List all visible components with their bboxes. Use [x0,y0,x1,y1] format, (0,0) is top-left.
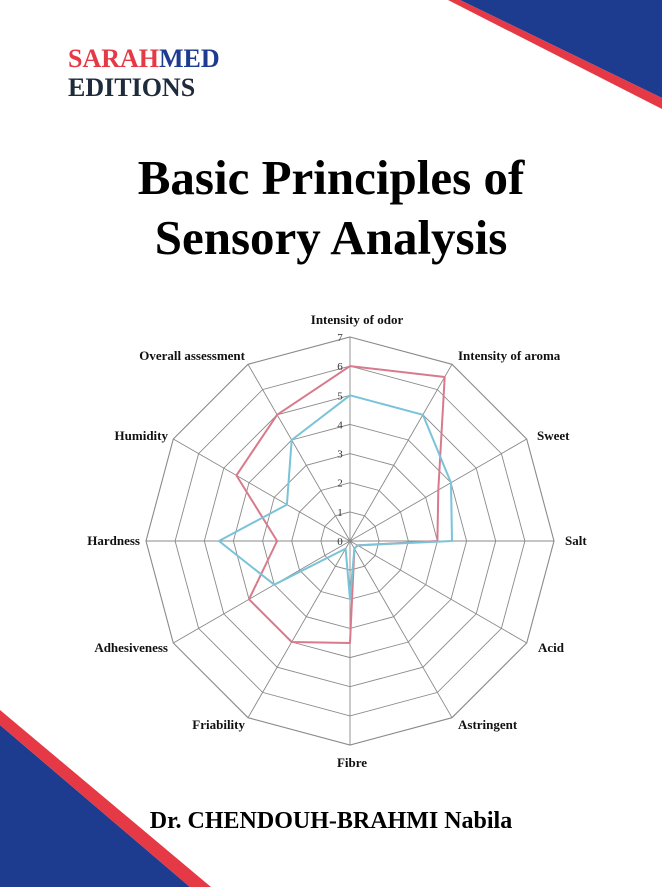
grid-spoke [349,540,527,644]
tick-label: 3 [337,449,343,461]
tick-label: 0 [337,536,343,548]
bottom-left-red-stripe [0,710,211,887]
publisher-name-part2: MED [159,44,220,73]
series-line-1 [235,365,446,644]
tick-label: 2 [337,478,343,490]
publisher-name: SARAHMED [68,44,220,73]
category-label: Astringent [458,717,518,732]
grid-spoke [349,540,453,718]
category-label: Salt [565,533,587,548]
category-label: Adhesiveness [94,640,168,655]
publisher-editions: EDITIONS [68,73,196,102]
tick-label: 1 [337,507,343,519]
category-label: Overall assessment [139,348,245,363]
category-label: Acid [538,640,565,655]
series-line-2 [217,394,453,601]
category-label: Hardness [87,533,140,548]
book-title: Basic Principles of Sensory Analysis [0,148,662,268]
author-name: Dr. CHENDOUH-BRAHMI Nabila [149,808,513,834]
publisher-name-part1: SARAH [68,44,160,73]
grid-spoke [247,540,351,718]
radar-grid [145,336,555,746]
category-label: Intensity of aroma [458,348,561,363]
tick-label: 5 [337,390,343,402]
publisher-logo: SARAHMED EDITIONS [68,44,220,102]
book-title-line2: Sensory Analysis [154,210,508,265]
category-label: Humidity [115,428,169,443]
top-right-red-stripe [448,0,662,109]
radar-tick-labels: 0 1 2 3 4 5 6 7 [337,332,343,548]
grid-spoke [247,364,351,542]
tick-label: 4 [337,419,343,431]
tick-label: 6 [337,361,343,373]
grid-spoke [349,364,453,542]
grid-spoke [173,540,351,644]
tick-label: 7 [337,332,343,344]
category-label: Sweet [537,428,570,443]
radar-series [217,365,453,644]
category-label: Fibre [337,755,367,770]
grid-spoke [173,438,351,542]
category-label: Intensity of odor [311,312,404,327]
book-title-line1: Basic Principles of [137,150,525,205]
category-label: Friability [192,717,245,732]
